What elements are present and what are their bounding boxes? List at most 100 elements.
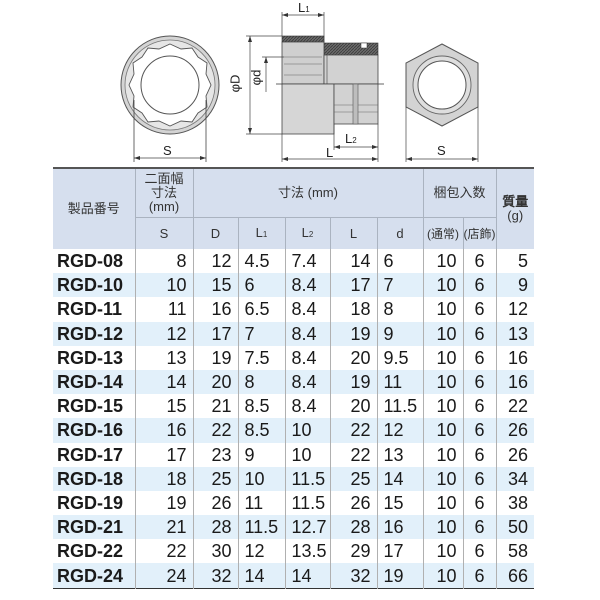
model-cell: RGD-22 — [53, 539, 136, 564]
subheader-l1-main: L — [255, 224, 263, 240]
l-cell: 14 — [330, 249, 378, 274]
phi-d-outer-label: φD — [227, 74, 243, 93]
subheader-normal: (通常) — [423, 217, 464, 249]
subheader-d-inner: d — [377, 217, 424, 249]
l2-cell: 8.4 — [285, 345, 331, 370]
normal-qty-cell: 10 — [423, 249, 464, 274]
store-qty-cell: 6 — [463, 490, 497, 516]
s-cell: 21 — [135, 515, 194, 540]
l-cell: 22 — [330, 442, 378, 467]
l1-cell: 7.5 — [238, 345, 286, 370]
mass-cell: 13 — [496, 321, 534, 346]
d-outer-cell: 26 — [193, 490, 239, 516]
s-cell: 24 — [135, 563, 194, 589]
subheader-l1-sub: 1 — [262, 229, 268, 239]
header-model: 製品番号 — [53, 168, 136, 249]
d-inner-cell: 11 — [377, 369, 424, 395]
d-inner-cell: 9.5 — [377, 345, 424, 370]
normal-qty-cell: 10 — [423, 394, 464, 419]
l2-cell: 10 — [285, 442, 331, 467]
l-cell: 20 — [330, 394, 378, 419]
l-cell: 20 — [330, 345, 378, 370]
l-cell: 25 — [330, 466, 378, 491]
store-qty-cell: 6 — [463, 466, 497, 491]
l1-cell: 4.5 — [238, 249, 286, 274]
store-qty-cell: 6 — [463, 249, 497, 274]
l2-cell: 12.7 — [285, 515, 331, 540]
subheader-l1: L1 — [238, 217, 286, 249]
store-qty-cell: 6 — [463, 539, 497, 564]
store-qty-cell: 6 — [463, 418, 497, 443]
l-cell: 19 — [330, 369, 378, 395]
phi-d-inner-label: φd — [248, 69, 264, 86]
s-cell: 18 — [135, 466, 194, 491]
d-outer-cell: 28 — [193, 515, 239, 540]
normal-qty-cell: 10 — [423, 515, 464, 540]
d-inner-cell: 11.5 — [377, 394, 424, 419]
l2-label: L2 — [345, 131, 357, 146]
l-cell: 26 — [330, 490, 378, 516]
store-qty-cell: 6 — [463, 515, 497, 540]
l2-cell: 14 — [285, 563, 331, 589]
l1-cell: 11 — [238, 490, 286, 516]
normal-qty-cell: 10 — [423, 490, 464, 516]
socket-front-view — [120, 35, 220, 162]
l2-cell: 11.5 — [285, 466, 331, 491]
mass-cell: 26 — [507, 444, 528, 465]
mass-cell: 16 — [507, 347, 528, 368]
l2-cell: 8.4 — [285, 321, 331, 346]
l-label: L — [326, 145, 334, 160]
store-qty-cell: 6 — [463, 345, 497, 370]
l1-cell: 9 — [238, 442, 286, 467]
d-outer-cell: 30 — [193, 539, 239, 564]
l-cell: 17 — [330, 273, 378, 298]
d-inner-cell: 13 — [377, 442, 424, 467]
d-inner-cell: 19 — [377, 563, 424, 589]
front-s-label: S — [163, 143, 172, 158]
l1-cell: 8.5 — [238, 394, 286, 419]
d-inner-cell: 16 — [377, 515, 424, 540]
normal-qty-cell: 10 — [423, 369, 464, 395]
l1-cell: 6.5 — [238, 297, 286, 322]
s-cell: 8 — [135, 249, 194, 274]
normal-qty-cell: 10 — [423, 297, 464, 322]
mass-cell: 66 — [496, 563, 534, 589]
normal-qty-cell: 10 — [423, 539, 464, 564]
model-cell: RGD-12 — [53, 321, 136, 346]
model-cell: RGD-21 — [53, 515, 136, 540]
s-cell: 13 — [135, 345, 194, 370]
d-inner-cell: 12 — [377, 418, 424, 443]
header-packing: 梱包入数 — [423, 168, 497, 218]
d-outer-cell: 16 — [193, 297, 239, 322]
normal-qty-cell: 10 — [423, 563, 464, 589]
d-outer-cell: 21 — [193, 394, 239, 419]
mass-cell: 9 — [496, 273, 534, 298]
subheader-d-outer: D — [193, 217, 239, 249]
s-cell: 22 — [135, 539, 194, 564]
drawing-canvas — [120, 12, 479, 162]
subheader-store: (店飾) — [463, 217, 497, 249]
l2-cell: 13.5 — [285, 539, 331, 564]
store-qty-cell: 6 — [463, 369, 497, 395]
mass-cell: 34 — [496, 466, 534, 491]
l-cell: 18 — [330, 297, 378, 322]
model-cell: RGD-14 — [53, 369, 136, 395]
l2-cell: 8.4 — [285, 369, 331, 395]
model-cell: RGD-19 — [53, 490, 136, 516]
store-qty-cell: 6 — [463, 563, 497, 589]
mass-cell: 26 — [496, 418, 534, 443]
l2-cell: 11.5 — [285, 490, 331, 516]
model-cell: RGD-18 — [53, 466, 136, 491]
mass-cell: 50 — [496, 515, 534, 540]
l1-label: L1 — [298, 0, 310, 15]
s-cell: 19 — [135, 490, 194, 516]
s-cell: 15 — [135, 394, 194, 419]
d-inner-cell: 8 — [377, 297, 424, 322]
